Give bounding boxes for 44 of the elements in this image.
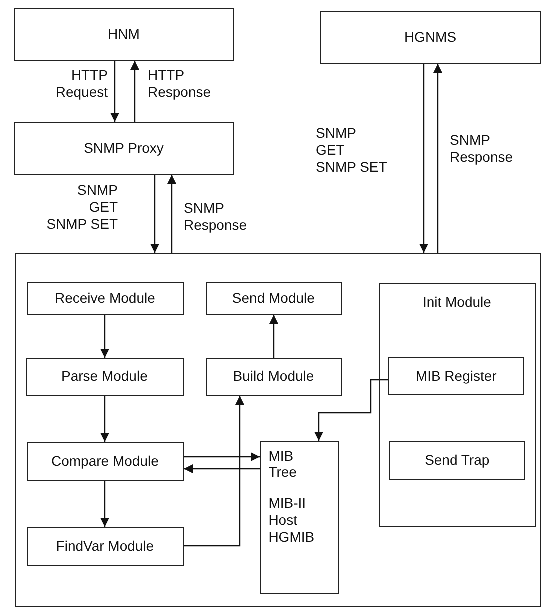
arrow	[270, 315, 278, 358]
module-box	[26, 526, 184, 566]
node-label: Send Module	[232, 290, 315, 307]
arrow	[100, 315, 110, 358]
arrow	[420, 64, 428, 253]
module-box	[206, 358, 342, 396]
node-label: Build Module	[233, 368, 314, 386]
node-note: MIB-II Host HGMIB	[268, 495, 316, 546]
node-label: FindVar Module	[56, 538, 154, 555]
module-box	[206, 282, 342, 315]
module-box	[14, 122, 234, 175]
arrow	[184, 452, 260, 462]
edge-label: SNMP GET SNMP SET	[316, 125, 388, 176]
arrow	[150, 175, 160, 253]
module-box	[389, 441, 526, 480]
module-box	[388, 357, 524, 396]
module-box	[26, 282, 184, 315]
arrow	[184, 396, 244, 547]
module-box	[26, 442, 184, 481]
node-label: MIB Register	[416, 368, 497, 385]
arrow	[168, 175, 176, 253]
arrow	[184, 464, 260, 474]
arrow	[100, 396, 110, 442]
module-box	[14, 8, 234, 61]
arrow	[110, 61, 120, 122]
node-label: Receive Module	[54, 290, 156, 307]
module-box	[260, 440, 339, 594]
module-box	[26, 358, 184, 396]
node-label: Send Trap	[425, 452, 490, 470]
system-box	[15, 253, 541, 607]
edge-label: SNMP GET SNMP SET	[46, 182, 118, 232]
arrow	[100, 481, 110, 527]
node-label: Init Module	[422, 294, 492, 310]
arrow	[314, 379, 389, 441]
arrow	[130, 61, 140, 122]
module-box	[378, 282, 536, 527]
node-label: MIB Tree	[268, 448, 298, 482]
node-label: Parse Module	[61, 368, 148, 386]
node-label: HNM	[108, 26, 140, 43]
module-box	[320, 11, 541, 64]
node-label: Compare Module	[51, 452, 159, 470]
arrow	[434, 64, 442, 253]
node-label: SNMP Proxy	[84, 140, 164, 157]
node-label: HGNMS	[404, 29, 457, 46]
